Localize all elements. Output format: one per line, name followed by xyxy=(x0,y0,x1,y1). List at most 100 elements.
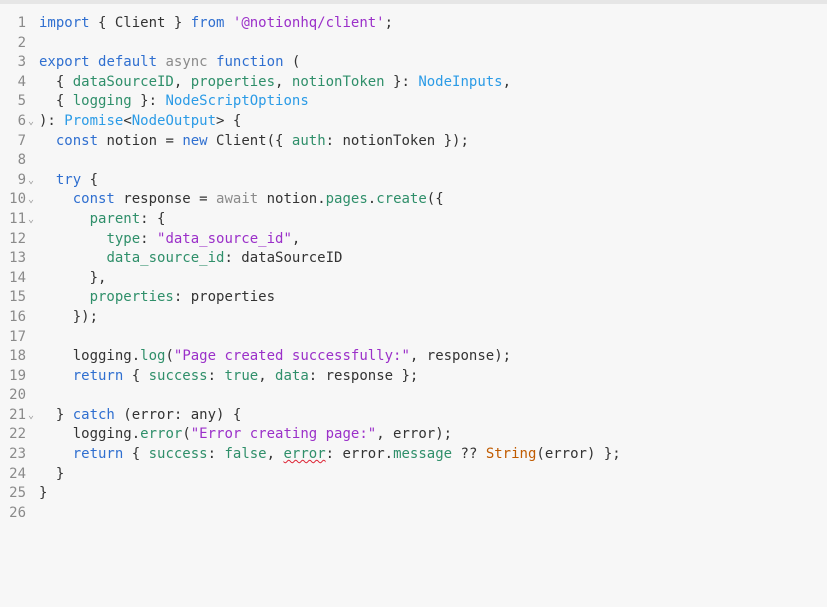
code-token: catch xyxy=(72,406,115,423)
code-token: export xyxy=(39,54,90,71)
code-token: new xyxy=(182,132,208,149)
code-token: "Page created successfully:" xyxy=(173,348,410,365)
code-token: { xyxy=(39,93,73,110)
code-token: logging xyxy=(72,93,132,110)
code-line[interactable]: 9⌄ try { xyxy=(0,171,827,191)
code-line[interactable]: 8 xyxy=(0,151,827,171)
code-token: return xyxy=(72,446,124,463)
line-number: 8 xyxy=(17,152,26,169)
code-line[interactable]: 18 logging.log("Page created successfull… xyxy=(0,347,827,367)
code-line[interactable]: 11⌄ parent: { xyxy=(0,210,827,230)
code-token: '@notionhq/client' xyxy=(232,15,385,31)
fold-chevron-icon[interactable]: ⌄ xyxy=(28,174,35,186)
code-line[interactable]: 2 xyxy=(0,34,827,54)
code-token: } xyxy=(39,485,48,502)
code-line[interactable]: 22 logging.error("Error creating page:",… xyxy=(0,425,827,445)
code-token: ( xyxy=(283,54,301,71)
code-token: "data_source_id" xyxy=(157,230,292,247)
code-token: notion. xyxy=(258,191,326,208)
code-token: NodeInputs xyxy=(418,73,503,90)
code-token: const xyxy=(72,191,115,208)
code-token: create xyxy=(376,191,427,208)
line-number: 22 xyxy=(9,426,26,443)
code-token: data xyxy=(275,367,309,384)
code-token: : response }; xyxy=(308,367,419,384)
code-text: logging.log("Page created successfully:"… xyxy=(39,347,511,367)
code-line[interactable]: 15 properties: properties xyxy=(0,288,827,308)
code-line[interactable]: 21⌄ } catch (error: any) { xyxy=(0,406,827,426)
code-token: success xyxy=(148,446,208,463)
code-token: , xyxy=(258,367,276,384)
code-line[interactable]: 19 return { success: true, data: respons… xyxy=(0,367,827,387)
code-token xyxy=(39,250,106,266)
code-token: ; xyxy=(384,15,394,31)
code-line[interactable]: 6⌄): Promise<NodeOutput> { xyxy=(0,112,827,132)
code-token: ): xyxy=(39,112,65,129)
code-token xyxy=(39,211,90,227)
line-number: 20 xyxy=(9,387,26,404)
line-number: 10 xyxy=(9,191,26,208)
line-number: 5 xyxy=(17,93,26,110)
code-line[interactable]: 25} xyxy=(0,484,827,504)
line-number: 21 xyxy=(9,406,26,423)
code-token: }); xyxy=(39,308,99,325)
code-token: , xyxy=(266,446,284,463)
code-line[interactable]: 23 return { success: false, error: error… xyxy=(0,445,827,465)
line-number: 2 xyxy=(17,34,26,51)
code-token: < xyxy=(123,112,132,129)
line-number: 16 xyxy=(9,308,26,325)
code-line[interactable]: 13 data_source_id: dataSourceID xyxy=(0,249,827,269)
line-number: 7 xyxy=(17,132,26,149)
code-line[interactable]: 20 xyxy=(0,386,827,406)
code-token xyxy=(39,172,56,188)
code-token: ({ xyxy=(426,191,444,208)
code-token: true xyxy=(224,367,259,384)
line-number: 23 xyxy=(9,446,26,463)
line-number: 3 xyxy=(17,54,26,71)
code-line[interactable]: 26 xyxy=(0,504,827,524)
code-line[interactable]: 17 xyxy=(0,328,827,348)
code-token: ( xyxy=(165,348,174,365)
code-token: > { xyxy=(216,112,242,129)
fold-chevron-icon[interactable]: ⌄ xyxy=(28,115,35,127)
code-token: : xyxy=(140,230,158,247)
code-line[interactable]: 14 }, xyxy=(0,269,827,289)
code-text: type: "data_source_id", xyxy=(39,230,300,250)
code-token: success xyxy=(148,367,208,384)
code-text: { dataSourceID, properties, notionToken … xyxy=(39,73,511,93)
code-token: default xyxy=(98,54,158,71)
code-token: (error: any) { xyxy=(114,406,242,423)
fold-chevron-icon[interactable]: ⌄ xyxy=(28,409,35,421)
code-token: : xyxy=(207,446,225,463)
fold-chevron-icon[interactable]: ⌄ xyxy=(28,194,35,206)
code-line[interactable]: 5 { logging }: NodeScriptOptions xyxy=(0,92,827,112)
line-number: 25 xyxy=(9,485,26,502)
code-token: { Client } xyxy=(89,15,191,31)
code-token: Promise xyxy=(64,112,124,129)
code-line[interactable]: 7 const notion = new Client({ auth: noti… xyxy=(0,132,827,152)
code-token: } xyxy=(39,406,73,423)
code-token xyxy=(39,133,56,149)
code-token: import xyxy=(39,15,90,31)
code-text: parent: { xyxy=(39,210,166,230)
code-line[interactable]: 16 }); xyxy=(0,308,827,328)
code-token: : notionToken }); xyxy=(325,132,469,149)
code-token: : xyxy=(207,367,225,384)
fold-chevron-icon[interactable]: ⌄ xyxy=(28,213,35,225)
top-border xyxy=(0,0,827,4)
code-text: const response = await notion.pages.crea… xyxy=(39,190,444,210)
line-number: 17 xyxy=(9,328,26,345)
code-line[interactable]: 10⌄ const response = await notion.pages.… xyxy=(0,190,827,210)
code-token: from xyxy=(190,15,225,31)
line-number: 6 xyxy=(17,112,26,129)
code-line[interactable]: 12 type: "data_source_id", xyxy=(0,230,827,250)
code-token: logging. xyxy=(39,348,141,365)
code-line[interactable]: 4 { dataSourceID, properties, notionToke… xyxy=(0,73,827,93)
code-token: function xyxy=(216,54,284,71)
code-line[interactable]: 24 } xyxy=(0,465,827,485)
code-text: logging.error("Error creating page:", er… xyxy=(39,425,452,445)
code-token: dataSourceID xyxy=(72,73,174,90)
